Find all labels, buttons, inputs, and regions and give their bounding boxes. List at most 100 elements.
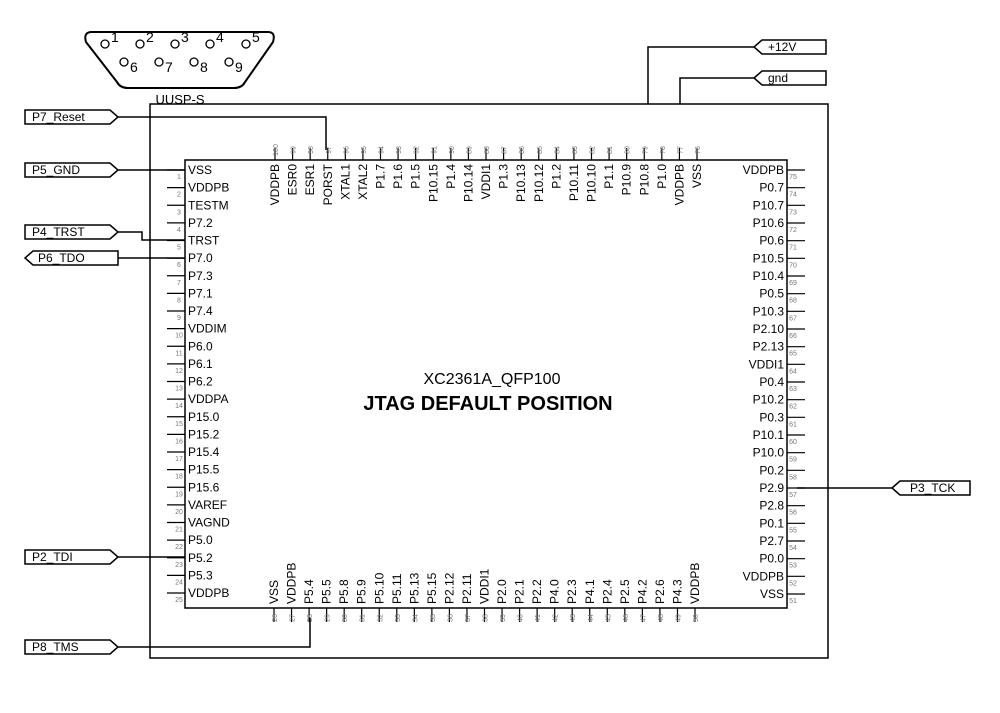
pin-left-24: 24 P5.3 xyxy=(167,568,213,586)
pin-number: 18 xyxy=(175,474,183,481)
pin-label: P5.3 xyxy=(188,568,213,582)
pin-number: 24 xyxy=(175,579,183,586)
pin-number: 46 xyxy=(623,614,630,622)
pin-number: 36 xyxy=(447,614,454,622)
pin-label: VSS xyxy=(690,164,704,188)
pin-label: TESTM xyxy=(188,198,229,212)
pin-number: 69 xyxy=(789,280,797,287)
pin-number: 51 xyxy=(789,598,797,605)
pin-label: P2.7 xyxy=(759,534,784,548)
pin-number: 85 xyxy=(537,146,544,154)
pin-number: 40 xyxy=(518,614,525,622)
pin-number: 82 xyxy=(590,146,597,154)
pin-number: 100 xyxy=(273,144,280,156)
pin-label: P6.1 xyxy=(188,357,213,371)
pin-number: 53 xyxy=(789,563,797,570)
pin-label: P10.6 xyxy=(753,216,785,230)
pin-label: VDDPB xyxy=(743,163,784,177)
connector-pin-number: 5 xyxy=(252,29,260,45)
connector-pin-number: 7 xyxy=(165,59,173,75)
pin-number: 81 xyxy=(607,146,614,154)
pin-label: P10.9 xyxy=(620,164,634,196)
pin-label: PORST xyxy=(321,163,335,205)
pin-number: 76 xyxy=(695,146,702,154)
pin-label: P15.4 xyxy=(188,445,220,459)
pin-number: 61 xyxy=(789,421,797,428)
pin-number: 14 xyxy=(175,403,183,410)
pin-number: 28 xyxy=(307,614,314,622)
pin-number: 44 xyxy=(588,614,595,622)
pin-label: P6.2 xyxy=(188,375,213,389)
wire-12v xyxy=(647,46,754,104)
pin-number: 89 xyxy=(466,146,473,154)
pin-number: 45 xyxy=(605,614,612,622)
pin-number: 57 xyxy=(789,492,797,499)
pin-number: 66 xyxy=(789,333,797,340)
pin-number: 98 xyxy=(308,146,315,154)
pin-label: P2.1 xyxy=(513,579,527,604)
pin-label: VDDPB xyxy=(188,586,229,600)
svg-text:P7_Reset: P7_Reset xyxy=(32,110,85,124)
pin-bottom-40: 40 P2.1 xyxy=(513,579,527,622)
chip-part-number: XC2361A_QFP100 xyxy=(424,371,561,388)
pin-number: 91 xyxy=(431,146,438,154)
pin-label: P1.2 xyxy=(549,164,563,189)
pin-number: 5 xyxy=(177,245,181,252)
pin-label: VDDPB xyxy=(688,563,702,604)
pin-number: 77 xyxy=(677,146,684,154)
pin-label: P15.0 xyxy=(188,410,220,424)
pin-number: 43 xyxy=(570,614,577,622)
svg-text:P8_TMS: P8_TMS xyxy=(32,640,79,654)
pin-left-6: 6P7.0 xyxy=(167,251,213,269)
pin-label: P6.0 xyxy=(188,339,213,353)
wire-gnd xyxy=(679,77,754,104)
pin-number: 4 xyxy=(177,227,181,234)
pin-label: P5.0 xyxy=(188,533,213,547)
pin-number: 9 xyxy=(177,315,181,322)
pin-left-4: 4P7.2 xyxy=(167,216,213,234)
pin-label: P7.3 xyxy=(188,269,213,283)
pin-number: 88 xyxy=(484,146,491,154)
connector-pin-3: 3 xyxy=(170,29,189,49)
pin-label: P5.4 xyxy=(302,579,316,604)
net-flag-p6-tdo: P6_TDO xyxy=(23,250,119,266)
connector-pin-number: 9 xyxy=(235,59,243,75)
pin-number: 75 xyxy=(789,174,797,181)
pin-label: P10.15 xyxy=(426,164,440,202)
wire-p8-tms xyxy=(118,618,311,648)
pin-number: 62 xyxy=(789,404,797,411)
pin-number: 25 xyxy=(175,597,183,604)
connector-pin-number: 6 xyxy=(130,59,138,75)
pin-label: P0.2 xyxy=(759,463,784,477)
